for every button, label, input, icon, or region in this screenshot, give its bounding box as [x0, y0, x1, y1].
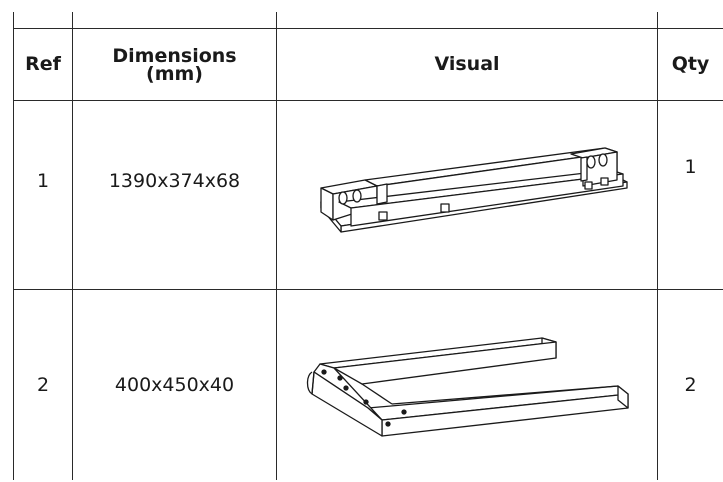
table-divider-ref	[72, 12, 73, 480]
table-row-divider	[13, 289, 723, 290]
row-2-qty: 2	[684, 374, 697, 396]
table-border-left	[13, 12, 14, 480]
base-frame-drawing-icon	[320, 147, 628, 233]
row-2-ref: 2	[36, 374, 50, 396]
header-visual: Visual	[434, 53, 500, 75]
header-dimensions: Dimensions (mm)	[73, 29, 276, 100]
table-header-divider	[13, 100, 723, 101]
u-shaped-leg-drawing-icon	[306, 337, 629, 437]
row-1-ref: 1	[36, 170, 50, 192]
header-dimensions-label: Dimensions (mm)	[112, 44, 237, 85]
row-1-qty: 1	[684, 156, 697, 178]
table-border-top	[13, 28, 723, 29]
row-1-dimensions: 1390x374x68	[108, 170, 241, 192]
table-divider-dims	[276, 12, 277, 480]
header-ref: Ref	[25, 53, 61, 75]
table-divider-visual	[657, 12, 658, 480]
row-2-dimensions: 400x450x40	[114, 374, 235, 396]
header-qty: Qty	[671, 53, 710, 75]
